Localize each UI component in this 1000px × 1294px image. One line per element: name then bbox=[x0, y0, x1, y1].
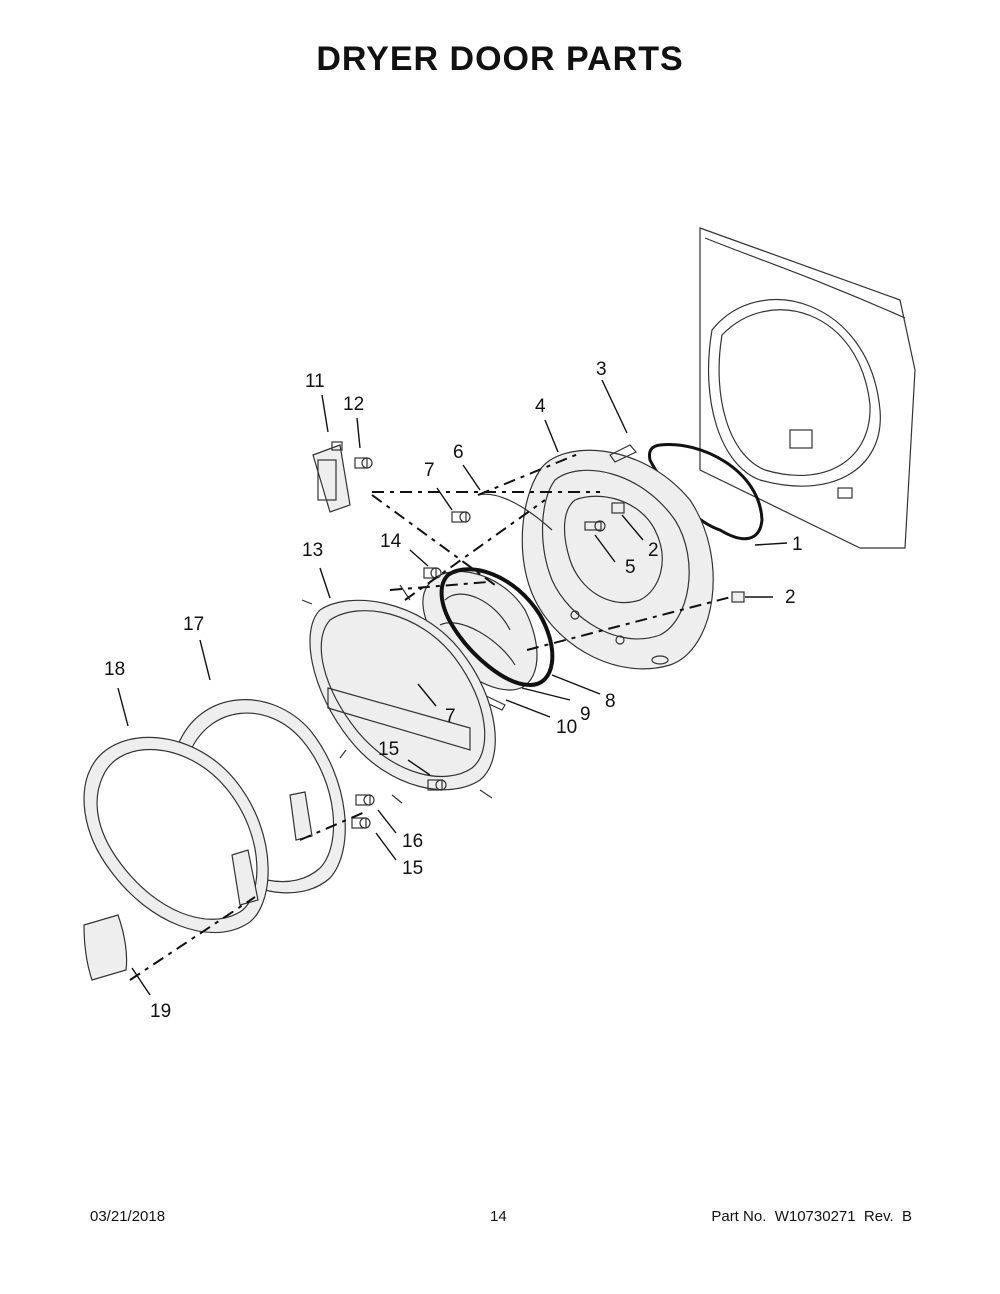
hinge-pin bbox=[609, 444, 637, 463]
callout-10: 10 bbox=[556, 717, 577, 738]
door-spring bbox=[477, 493, 553, 531]
callout-19: 19 bbox=[150, 1001, 171, 1022]
callout-16: 16 bbox=[402, 831, 423, 852]
callout-1: 1 bbox=[792, 534, 803, 555]
callout-2-upper: 2 bbox=[648, 540, 659, 561]
dryer-front-panel bbox=[699, 227, 916, 549]
callout-9: 9 bbox=[580, 704, 591, 725]
callout-5: 5 bbox=[625, 557, 636, 578]
callout-12: 12 bbox=[343, 394, 364, 415]
alignment-lines bbox=[129, 453, 732, 981]
callout-15-upper: 15 bbox=[378, 739, 399, 760]
footer-page-number: 14 bbox=[490, 1208, 507, 1225]
callout-7-upper: 7 bbox=[424, 460, 435, 481]
screw-15-upper bbox=[427, 779, 447, 791]
latch-assembly bbox=[312, 441, 351, 513]
footer-part-number: Part No. W10730271 Rev. B bbox=[711, 1208, 912, 1225]
callout-11: 11 bbox=[305, 371, 325, 392]
screw-12 bbox=[354, 457, 373, 469]
door-gasket bbox=[648, 442, 764, 541]
door-outer-ring bbox=[83, 736, 269, 934]
window-seal bbox=[439, 567, 555, 688]
callout-18: 18 bbox=[104, 659, 125, 680]
page-title: DRYER DOOR PARTS bbox=[316, 40, 684, 78]
callout-6: 6 bbox=[453, 442, 464, 463]
callout-8: 8 bbox=[605, 691, 616, 712]
door-strike-lower bbox=[731, 591, 745, 603]
callout-4: 4 bbox=[535, 396, 546, 417]
leader-lines bbox=[117, 379, 788, 996]
screw-7-upper bbox=[451, 511, 471, 523]
screw-5 bbox=[584, 520, 606, 532]
callout-labels: 1 2 2 3 4 5 6 7 7 8 9 10 11 12 13 14 15 … bbox=[104, 359, 803, 1022]
callout-13: 13 bbox=[302, 540, 323, 561]
callout-15-lower: 15 bbox=[402, 858, 423, 879]
callout-17: 17 bbox=[183, 614, 204, 635]
callout-2-lower: 2 bbox=[785, 587, 796, 608]
callout-3: 3 bbox=[596, 359, 607, 380]
inner-door-liner bbox=[301, 584, 496, 804]
callout-7-lower: 7 bbox=[445, 706, 456, 727]
callout-14: 14 bbox=[380, 531, 402, 552]
door-strike-upper bbox=[611, 502, 625, 514]
footer-date: 03/21/2018 bbox=[90, 1208, 166, 1225]
door-handle bbox=[83, 914, 128, 981]
screw-15-lower bbox=[351, 817, 371, 829]
screw-16 bbox=[355, 794, 375, 806]
